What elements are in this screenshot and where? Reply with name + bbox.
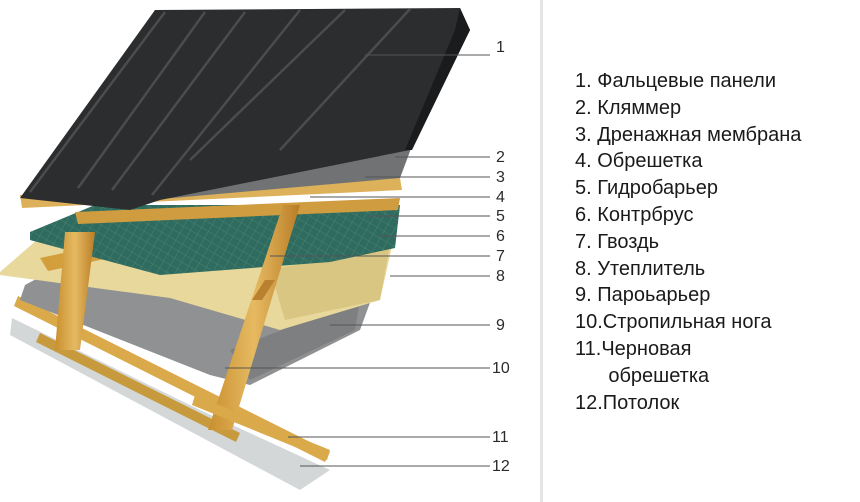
legend-item: 4. Обрешетка — [575, 150, 703, 173]
callout-number: 4 — [496, 189, 505, 206]
legend-item: 8. Утеплитель — [575, 257, 706, 280]
callout-number: 2 — [496, 149, 505, 166]
legend-item: 12.Потолок — [575, 391, 680, 414]
callout-number: 3 — [496, 169, 505, 186]
vapor-barrier-texture — [230, 300, 360, 380]
callout-number: 8 — [496, 268, 505, 285]
callout-number: 11 — [492, 429, 509, 446]
hydrobarrier-mesh — [30, 205, 400, 275]
rafter-leg — [55, 232, 95, 350]
metal-panels-edge — [405, 8, 470, 150]
metal-panels-layer — [20, 8, 470, 210]
rough-boarding-board — [36, 333, 240, 442]
panel-divider — [540, 0, 543, 502]
ceiling-joist — [192, 395, 330, 460]
callout-number: 12 — [492, 458, 510, 475]
callout-number: 5 — [496, 208, 505, 225]
batten — [75, 198, 400, 224]
callout-leaders — [225, 54, 490, 467]
legend-item: 6. Контрбрус — [575, 203, 694, 226]
legend-item: 11.Черновая обрешетка — [575, 337, 710, 387]
callout-number: 6 — [496, 228, 505, 245]
callout-number: 1 — [496, 39, 505, 56]
legend-item: 3. Дренажная мембрана — [575, 123, 802, 146]
legend-item: 5. Гидробарьер — [575, 177, 718, 200]
layer-legend: 1. Фальцевые панели 2. Кляммер 3. Дренаж… — [575, 68, 860, 416]
roof-layers-diagram: 1 2 3 4 5 6 7 8 9 10 11 12 — [0, 8, 510, 490]
panel-seams — [29, 8, 411, 196]
legend-item: 1. Фальцевые панели — [575, 70, 776, 92]
legend-item: 2. Кляммер — [575, 96, 682, 119]
rafter-leg-short — [252, 280, 275, 300]
rafter-leg — [208, 205, 300, 430]
legend-item: 7. Гвоздь — [575, 230, 660, 253]
callout-number: 7 — [496, 248, 505, 265]
legend-item: 9. Пароьарьер — [575, 284, 711, 307]
callout-number: 9 — [496, 317, 505, 334]
legend-item: 10.Стропильная нога — [575, 311, 772, 334]
callout-number: 10 — [492, 360, 510, 377]
